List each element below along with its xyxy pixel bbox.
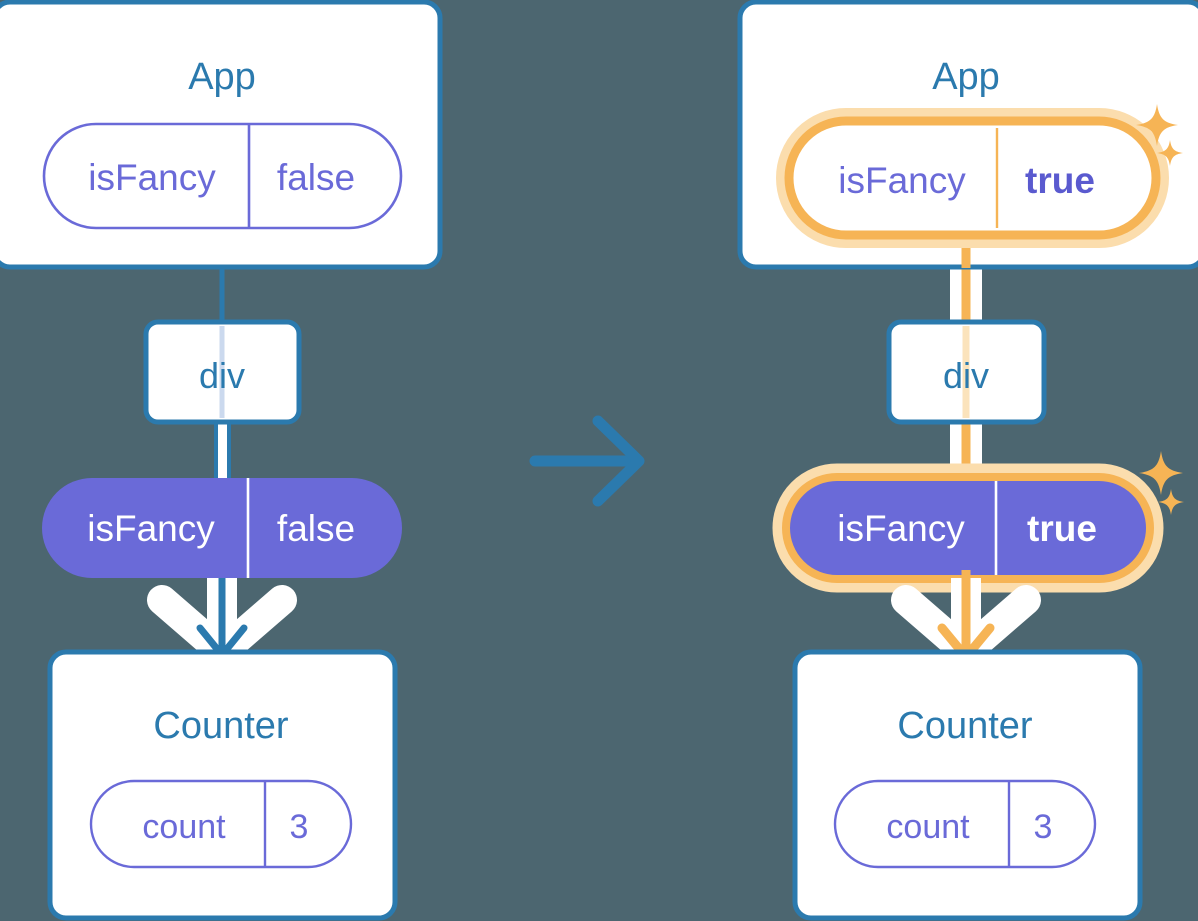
app-state-pill-value-before: false (277, 157, 355, 198)
prop-pill-value-after: true (1027, 508, 1097, 549)
counter-card-title-after: Counter (897, 705, 1033, 747)
prop-pill-before[interactable]: isFancy false (42, 478, 402, 578)
div-node-after: div (886, 319, 1047, 425)
app-state-pill-after[interactable]: isFancy true (776, 108, 1169, 248)
app-card-title-after: App (932, 56, 1000, 98)
arrow-right-icon (529, 415, 645, 507)
counter-card-before: Counter count 3 (47, 649, 398, 921)
app-state-pill-before[interactable]: isFancy false (42, 122, 403, 230)
counter-state-pill-value-after: 3 (1034, 808, 1053, 846)
highlight-ring (784, 116, 1161, 240)
counter-state-pill-before[interactable]: count 3 (89, 779, 353, 869)
counter-card-after: Counter count 3 (792, 649, 1143, 921)
counter-state-pill-after[interactable]: count 3 (833, 779, 1097, 869)
counter-card-title-before: Counter (153, 705, 289, 747)
app-card-title-before: App (188, 56, 256, 98)
prop-pill-after[interactable]: isFancy true (772, 463, 1164, 593)
app-card-after: App isFancy true (737, 0, 1198, 270)
app-state-pill-key-before: isFancy (88, 157, 216, 198)
prop-pill-value-before: false (277, 508, 355, 549)
panel-after: App isFancy true div (737, 0, 1198, 921)
app-state-pill-key-after: isFancy (838, 160, 966, 201)
prop-pill-key-before: isFancy (87, 508, 215, 549)
app-state-pill-value-after: true (1025, 160, 1095, 201)
div-node-label-after: div (943, 355, 989, 396)
div-node-before: div (143, 319, 302, 425)
app-card-before: App isFancy false (0, 0, 443, 270)
counter-state-pill-key-before: count (142, 808, 226, 846)
counter-state-pill-key-after: count (886, 808, 970, 846)
prop-pill-key-after: isFancy (837, 508, 965, 549)
counter-state-pill-value-before: 3 (290, 808, 309, 846)
panel-before: App isFancy false div isFancy false (0, 0, 443, 921)
div-node-label-before: div (199, 355, 245, 396)
